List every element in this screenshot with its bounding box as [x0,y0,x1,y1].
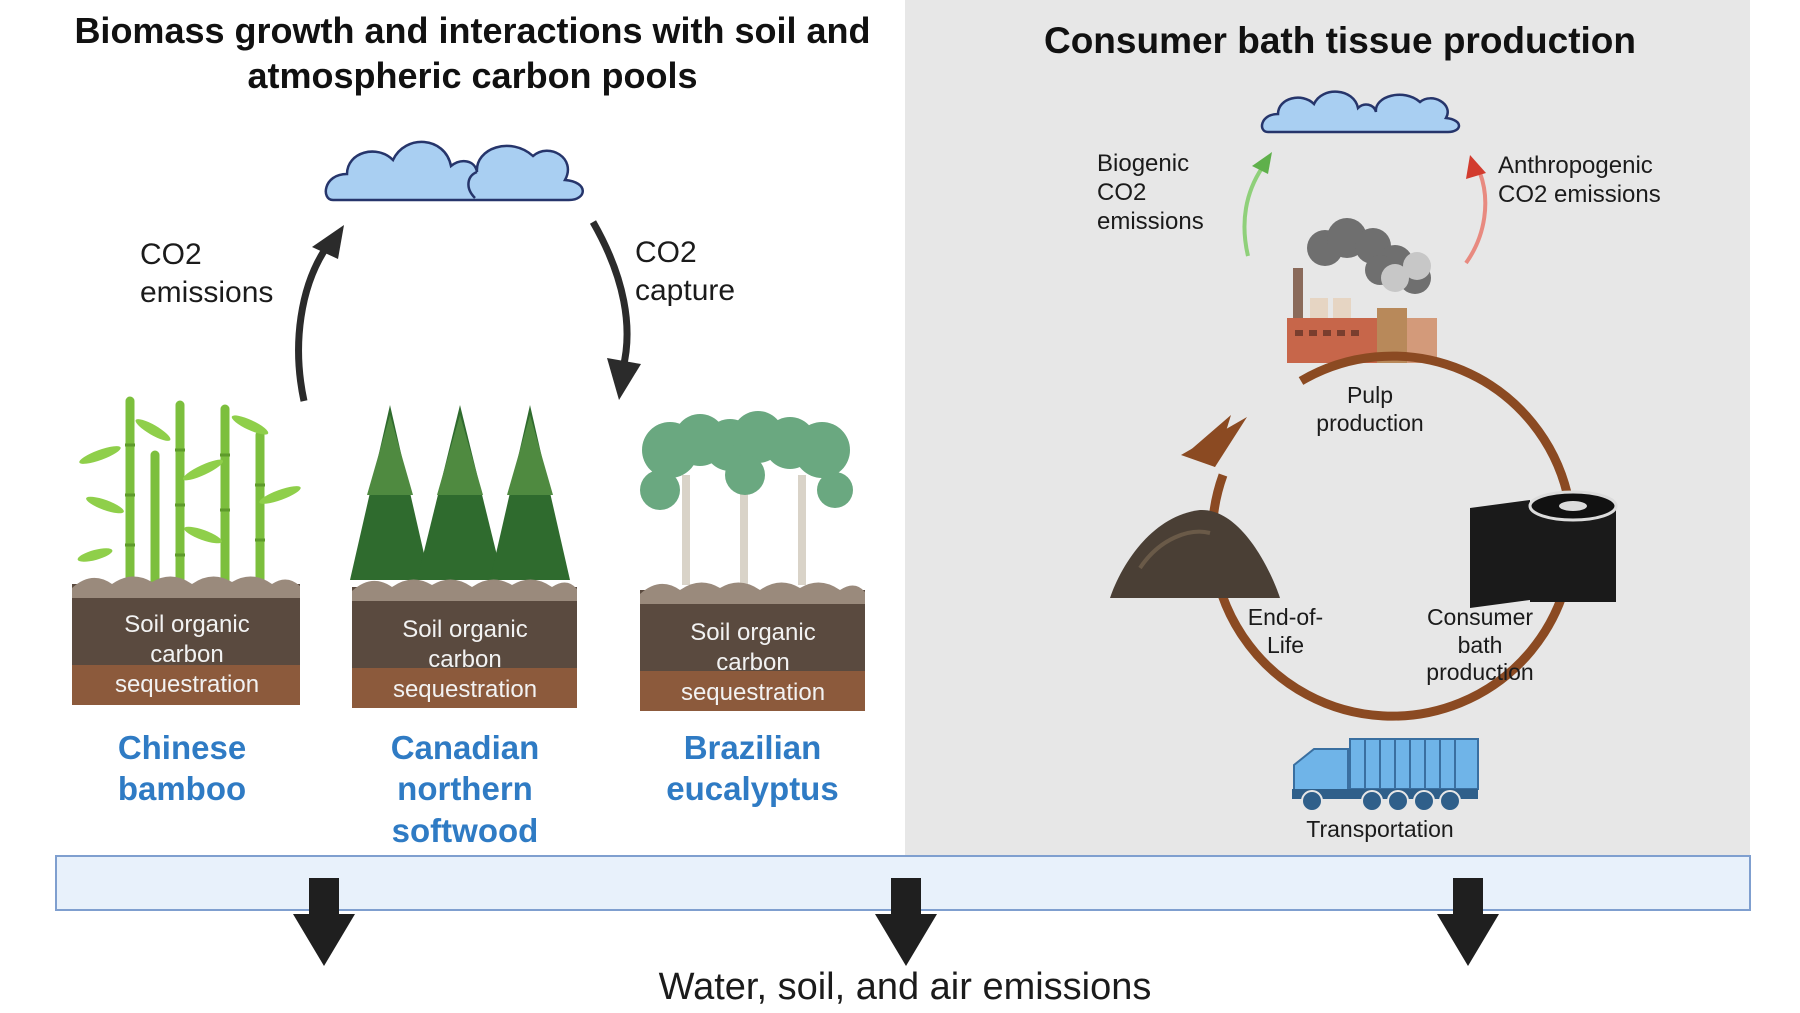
anthropogenic-arrow-icon [1464,155,1488,265]
co2-emissions-arrow-icon [295,225,344,402]
toilet-paper-roll-icon [1470,490,1618,608]
biogenic-label: Biogenic CO2 emissions [1097,150,1204,235]
co2-emissions-label: CO2 emissions [140,238,274,309]
co2-capture-label: CO2 capture [635,236,736,307]
soil-block-icon [640,582,865,711]
stage-label-pulp: Pulp production [1316,382,1424,436]
biogenic-arrow-icon [1242,152,1272,257]
soil-label-eucalyptus: Soil organic carbon sequestration [680,619,826,706]
anthropogenic-label: Anthropogenic CO2 emissions [1498,152,1661,208]
stage-label-end-of-life: End-of-Life [1247,604,1324,658]
down-arrow-icon [1437,878,1499,966]
species-label-bamboo: Chinese bamboo [117,729,247,808]
bamboo-plants-icon [77,396,301,600]
emissions-label: Water, soil, and air emissions [658,966,1152,1008]
atmosphere-cloud-icon [324,140,584,202]
soil-label-bamboo: Soil organic carbon sequestration [114,611,260,698]
right-panel-title: Consumer bath tissue production [1043,20,1637,61]
species-label-softwood: Canadian northern softwood [390,729,540,849]
right-panel-background [905,0,1750,858]
lifecycle-circle-arrow-icon [1181,351,1577,721]
co2-capture-arrow-icon [589,220,641,400]
down-arrow-icon [293,878,355,966]
left-panel-title: Biomass growth and interactions with soi… [74,10,871,96]
pulp-factory-icon [1287,218,1437,363]
eucalyptus-trees-icon [640,411,853,585]
soil-block-icon [72,576,300,705]
species-label-eucalyptus: Brazilian eucalyptus [666,729,839,808]
down-arrow-icon [875,878,937,966]
stage-label-transport: Transportation [1306,816,1454,842]
stage-label-consumer: Consumer bath production [1426,604,1534,686]
atmosphere-cloud-icon [1260,90,1461,134]
compost-pile-icon [1110,509,1280,598]
transport-truck-icon [1292,738,1479,812]
soil-block-icon [352,579,577,708]
softwood-trees-icon [350,405,570,580]
soil-label-softwood: Soil organic carbon sequestration [392,616,538,703]
